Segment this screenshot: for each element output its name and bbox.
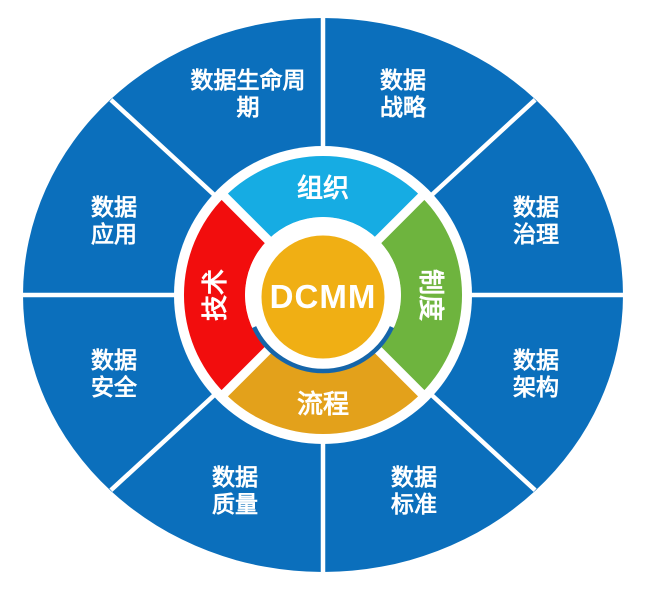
- center-title: DCMM: [269, 278, 377, 315]
- label-data-strategy: 数据 战略: [323, 67, 483, 121]
- sector-process: [224, 350, 422, 435]
- label-line: 质量: [212, 491, 258, 517]
- label-line: 应用: [91, 221, 137, 247]
- label-process: 流程: [296, 389, 349, 419]
- label-line: 数据: [91, 194, 137, 220]
- label-line: 数据: [380, 67, 426, 93]
- label-line: 数据: [391, 464, 437, 490]
- label-line: 架构: [513, 374, 559, 400]
- label-line: 数据: [212, 464, 258, 490]
- sector-institution: [378, 196, 463, 394]
- label-data-application: 数据 应用: [34, 194, 194, 248]
- label-institution: 制度: [416, 268, 446, 321]
- label-data-standards: 数据 标准: [334, 464, 494, 518]
- label-line: 数据: [513, 347, 559, 373]
- label-line: 战略: [380, 94, 426, 120]
- label-line: 数据: [91, 347, 137, 373]
- sector-organization: [224, 155, 422, 240]
- label-organization: 组织: [296, 173, 349, 203]
- label-line: 数据生命周: [190, 67, 306, 93]
- bottom-accent-arc: [252, 326, 394, 374]
- label-data-security: 数据 安全: [34, 347, 194, 401]
- label-line: 期: [236, 94, 260, 120]
- label-data-architecture: 数据 架构: [456, 347, 616, 401]
- sector-technology: [183, 196, 268, 394]
- label-data-governance: 数据 治理: [456, 194, 616, 248]
- label-data-lifecycle: 数据生命周 期: [168, 67, 328, 121]
- label-line: 标准: [391, 491, 437, 517]
- center-circle: [261, 235, 385, 359]
- label-line: 安全: [91, 374, 137, 400]
- label-line: 数据: [513, 194, 559, 220]
- label-technology: 技术: [200, 269, 230, 322]
- label-line: 治理: [513, 221, 559, 247]
- label-data-quality: 数据 质量: [155, 464, 315, 518]
